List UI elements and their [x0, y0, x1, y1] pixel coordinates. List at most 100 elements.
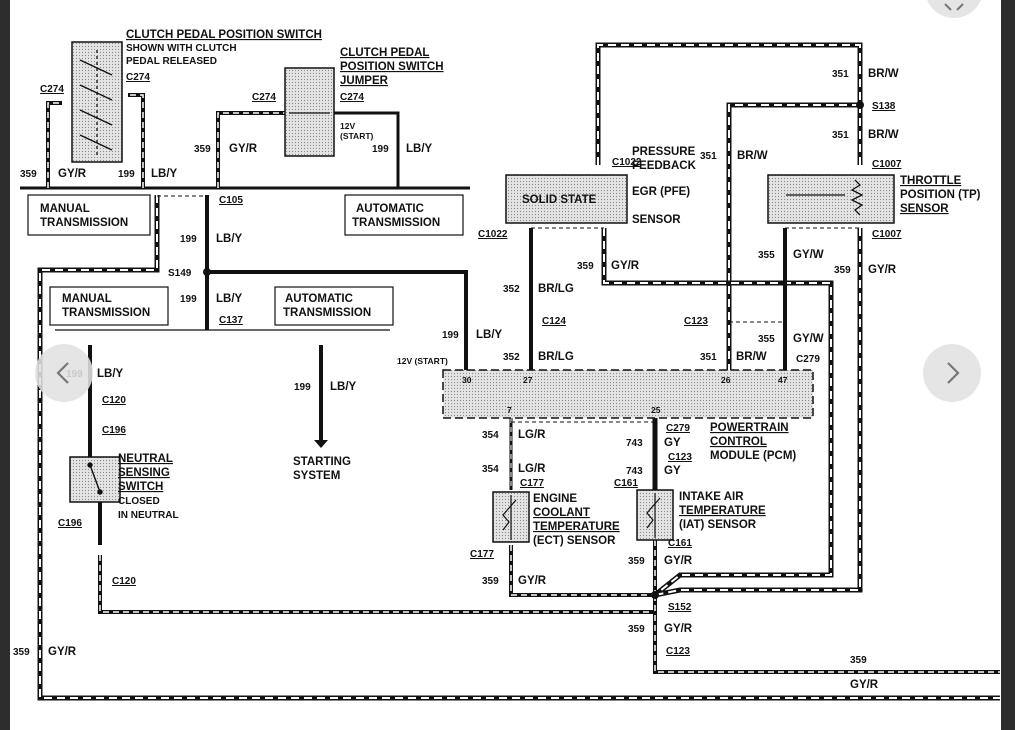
starting-system-label-1: STARTING [293, 456, 351, 468]
viewer-frame-right [1001, 0, 1015, 730]
wire-color-gyr-h: GY/R [850, 679, 879, 691]
wire-359-ect [509, 545, 655, 597]
pcm-pin-25: 25 [651, 405, 661, 415]
tp-label-1: THROTTLE [900, 175, 962, 187]
manual-transmission-label-1: MANUAL [40, 203, 90, 215]
wire-color-gyr-f: GY/R [518, 575, 547, 587]
wire-num-359-f: 359 [482, 576, 499, 587]
pcm-pin-30: 30 [462, 375, 472, 385]
manual-transmission-lower-1: MANUAL [62, 293, 112, 305]
wire-351-pcm [726, 102, 860, 370]
wire-color-brw-b: BR/W [868, 129, 899, 141]
splice-s138-label: S138 [872, 101, 896, 112]
tp-sensor [767, 174, 895, 224]
pcm-label-2: CONTROL [710, 436, 767, 448]
wire-num-199-a: 199 [118, 169, 135, 180]
wire-color-gy-a: GY [664, 437, 681, 449]
connector-c137: C137 [219, 315, 243, 326]
label-start: (START) [340, 131, 374, 141]
next-image-button[interactable] [923, 344, 981, 402]
wire-color-gyw-b: GY/W [793, 333, 824, 345]
jumper-label-2: POSITION SWITCH [340, 61, 444, 73]
solid-state-label: SOLID STATE [522, 194, 597, 206]
splice-s138 [856, 101, 864, 109]
manual-transmission-label-2: TRANSMISSION [40, 217, 128, 229]
pcm-pin-7: 7 [507, 405, 512, 415]
neutral-switch-label-3: SWITCH [118, 481, 163, 493]
pcm-pin-27: 27 [523, 375, 533, 385]
previous-image-button[interactable] [35, 344, 93, 402]
wire-color-gyr-g: GY/R [664, 623, 693, 635]
connector-c123-b: C123 [668, 452, 692, 463]
wire-color-lgr-b: LG/R [518, 463, 546, 475]
wire-color-lgr-a: LG/R [518, 429, 546, 441]
wire-199-jumper [334, 111, 400, 188]
connector-c123-c: C123 [666, 646, 690, 657]
chevron-right-icon [947, 362, 960, 384]
wire-num-351-d: 351 [700, 352, 717, 363]
wire-num-351-b: 351 [832, 130, 849, 141]
wire-num-199-g: 199 [442, 330, 459, 341]
connector-c1007-b: C1007 [872, 229, 902, 240]
pcm-module [442, 369, 814, 419]
viewer-frame-left [0, 0, 10, 730]
wire-num-354-b: 354 [482, 464, 499, 475]
automatic-transmission-lower-2: TRANSMISSION [283, 307, 371, 319]
close-viewer-button[interactable] [925, 0, 983, 18]
iat-label-2: TEMPERATURE [679, 505, 766, 517]
connector-c274-c: C274 [252, 92, 276, 103]
wire-color-lby-b: LB/Y [406, 143, 433, 155]
automatic-transmission-label-1: AUTOMATIC [356, 203, 424, 215]
connector-c196-a: C196 [102, 425, 126, 436]
neutral-switch-label-2: SENSING [118, 467, 170, 479]
wire-num-359-g: 359 [628, 624, 645, 635]
connector-c120-b: C120 [112, 576, 136, 587]
automatic-transmission-box-lower [274, 286, 394, 326]
wire-num-359-a: 359 [20, 169, 37, 180]
starting-system-arrow [314, 440, 328, 448]
connector-c274-a: C274 [40, 84, 64, 95]
wire-num-199-c: 199 [180, 234, 197, 245]
manual-transmission-box [27, 194, 151, 236]
wire-num-359-left: 359 [13, 647, 30, 658]
neutral-switch-label-1: NEUTRAL [118, 453, 173, 465]
manual-transmission-lower-2: TRANSMISSION [62, 307, 150, 319]
automatic-transmission-label-2: TRANSMISSION [352, 217, 440, 229]
connector-c274-d: C274 [340, 92, 364, 103]
tp-label-2: POSITION (TP) [900, 189, 981, 201]
starting-system-label-2: SYSTEM [293, 470, 340, 482]
jumper-label-3: JUMPER [340, 75, 389, 87]
wire-color-brw-a: BR/W [868, 68, 899, 80]
wire-color-lby-e: LB/Y [97, 368, 124, 380]
splices [203, 101, 864, 599]
wire-359-c120 [98, 555, 655, 614]
connector-c177-a: C177 [520, 478, 544, 489]
wire-num-359-c: 359 [577, 261, 594, 272]
wire-color-lby-d: LB/Y [216, 293, 243, 305]
iat-label-3: (IAT) SENSOR [679, 519, 757, 531]
clutch-switch-jumper [284, 67, 335, 157]
clutch-pedal-switch [71, 41, 123, 163]
connector-c1007-a: C1007 [872, 159, 902, 170]
wire-num-199-d: 199 [180, 294, 197, 305]
connector-c123-a: C123 [684, 316, 708, 327]
wire-num-359-d: 359 [834, 265, 851, 276]
wire-num-743-a: 743 [626, 438, 643, 449]
wire-color-gyr-left: GY/R [48, 646, 77, 658]
connector-c279-b: C279 [666, 423, 690, 434]
chevron-left-icon [56, 362, 69, 384]
pfe-label-1: PRESSURE [632, 146, 696, 158]
iat-label-1: INTAKE AIR [679, 491, 744, 503]
connector-c120-a: C120 [102, 395, 126, 406]
manual-transmission-box-lower [49, 286, 169, 326]
connector-c177-b: C177 [470, 549, 494, 560]
connector-c279-a: C279 [796, 354, 820, 365]
pfe-label-2: FEEDBACK [632, 160, 697, 172]
connector-c196-b: C196 [58, 518, 82, 529]
wire-color-brw-d: BR/W [736, 351, 767, 363]
label-12v-start: 12V (START) [397, 356, 448, 366]
jumper-label-1: CLUTCH PEDAL [340, 47, 429, 59]
wire-color-brlg-a: BR/LG [538, 283, 574, 295]
connector-c105: C105 [219, 195, 243, 206]
wire-color-lby-c: LB/Y [216, 233, 243, 245]
